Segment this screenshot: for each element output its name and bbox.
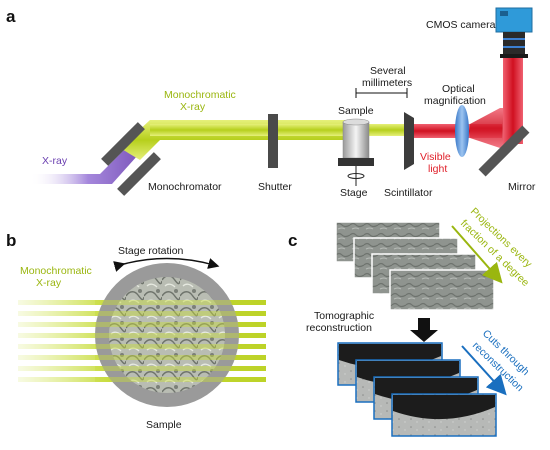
label-light: light — [428, 163, 447, 175]
label-sample: Sample — [338, 105, 374, 117]
projection-stack — [335, 221, 495, 311]
panel-b-letter: b — [6, 231, 16, 250]
cuts-arrow-icon — [461, 345, 507, 396]
label-tomographic: Tomographic — [314, 310, 374, 322]
panel-b: b Stage rotation Mono — [6, 231, 266, 431]
panel-c-letter: c — [288, 231, 297, 250]
label-monochromatic: Monochromatic — [164, 89, 236, 101]
reconstruction-arrow-icon — [410, 318, 438, 342]
label-magnification: magnification — [424, 95, 486, 107]
label-several: Several — [370, 65, 406, 77]
label-monochromator: Monochromator — [148, 181, 222, 193]
label-visible: Visible — [420, 151, 451, 163]
mirror — [478, 125, 530, 177]
sample-microstructure — [109, 277, 225, 393]
label-stage: Stage — [340, 187, 368, 199]
label-b-sample: Sample — [146, 419, 182, 431]
label-shutter: Shutter — [258, 181, 292, 193]
visible-light-beam-fan — [470, 108, 510, 148]
label-scintillator: Scintillator — [384, 187, 433, 199]
visible-light-beam-vertical — [503, 58, 523, 144]
projections-arrow-icon — [451, 225, 503, 284]
scintillator — [404, 112, 414, 170]
monochromator-crystal-bottom — [117, 152, 161, 196]
optical-lens — [455, 105, 469, 157]
label-millimeters: millimeters — [362, 77, 412, 89]
cmos-camera — [495, 7, 533, 58]
label-cmos-camera: CMOS camera — [426, 19, 496, 31]
label-optical: Optical — [442, 83, 475, 95]
label-b-monochromatic: Monochromatic — [20, 265, 92, 277]
label-stage-rotation: Stage rotation — [118, 245, 184, 257]
projection-frame — [389, 269, 495, 311]
reconstruction-slices — [337, 342, 497, 437]
xray-beam — [30, 146, 146, 184]
stage-rotation-arrow-icon — [113, 257, 220, 272]
label-monochromatic-xray: X-ray — [180, 101, 206, 113]
panel-c: c — [288, 206, 535, 437]
sample-stage-assembly — [338, 118, 374, 186]
label-reconstruction: reconstruction — [306, 322, 372, 334]
panel-a-letter: a — [6, 7, 16, 26]
shutter — [268, 114, 278, 168]
xray-beam-lines-front — [95, 300, 266, 382]
slice-frame — [391, 393, 497, 437]
label-b-xray: X-ray — [36, 277, 62, 289]
label-mirror: Mirror — [508, 181, 536, 193]
sample-cylinder — [342, 121, 370, 159]
panel-a: a — [6, 7, 536, 199]
label-xray: X-ray — [42, 155, 68, 167]
stage-block — [338, 158, 374, 166]
monochromator-crystal-top — [101, 122, 145, 166]
